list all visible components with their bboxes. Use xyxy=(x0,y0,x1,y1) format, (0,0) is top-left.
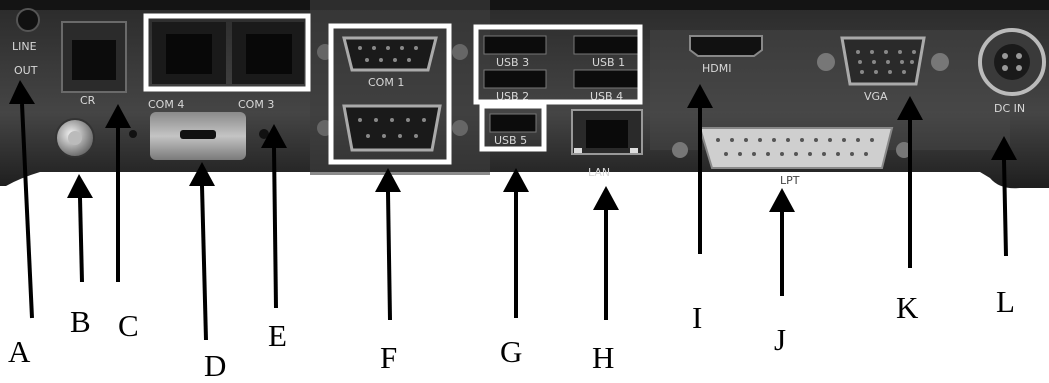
dc-in-label: DC IN xyxy=(994,102,1025,115)
line-out-label-2: OUT xyxy=(14,64,38,77)
cr-port: CR xyxy=(61,21,127,107)
arrow-d xyxy=(189,162,215,341)
callout-l: L xyxy=(996,284,1015,319)
callout-e: E xyxy=(268,318,287,353)
hdmi-port: HDMI xyxy=(689,35,763,75)
vga-label: VGA xyxy=(864,90,888,103)
arrow-g xyxy=(503,168,529,318)
callout-a: A xyxy=(8,334,31,369)
line-out-port: LINE OUT xyxy=(12,8,40,77)
com4-port: COM 4 xyxy=(148,22,226,111)
card-slot xyxy=(129,112,269,160)
callout-f: F xyxy=(380,340,397,375)
ground-screw xyxy=(55,118,95,158)
arrow-i xyxy=(687,84,713,254)
line-out-label-1: LINE xyxy=(12,40,37,53)
arrow-k xyxy=(897,96,923,268)
usb3-label: USB 3 xyxy=(496,56,529,69)
callout-k: K xyxy=(896,290,919,325)
com3-label: COM 3 xyxy=(238,98,274,111)
callout-b: B xyxy=(70,304,91,339)
hdmi-label: HDMI xyxy=(702,62,731,75)
usb-ports-1-4: USB 3 USB 1 USB 2 USB 4 xyxy=(483,35,639,103)
arrow-l xyxy=(991,136,1017,257)
callout-j: J xyxy=(774,322,786,357)
vga-port: VGA xyxy=(817,36,949,103)
arrow-b xyxy=(67,174,93,283)
arrow-j xyxy=(769,188,795,296)
cr-label: CR xyxy=(80,94,96,107)
arrow-a xyxy=(9,80,35,319)
usb5-label: USB 5 xyxy=(494,134,527,147)
highlight-box-com1-com2 xyxy=(328,23,452,165)
com1-label: COM 1 xyxy=(368,76,404,89)
arrow-c xyxy=(105,104,131,282)
usb5-port: USB 5 xyxy=(489,113,537,147)
lpt-label: LPT xyxy=(780,174,800,187)
com3-port: COM 3 xyxy=(232,22,304,111)
dc-in-port: DC IN xyxy=(978,28,1046,115)
highlight-box-usb-1-4 xyxy=(473,24,643,105)
lan-label: LAN xyxy=(588,166,610,179)
highlight-box-usb5 xyxy=(479,103,547,152)
callout-g: G xyxy=(500,334,522,369)
callout-c: C xyxy=(118,308,139,343)
lpt-port: LPT xyxy=(672,127,912,187)
callout-h: H xyxy=(592,340,614,375)
callout-arrows xyxy=(9,80,1017,341)
callout-d: D xyxy=(204,348,226,378)
callout-letters: A B C D E F G H I J K L xyxy=(8,284,1015,383)
arrow-e xyxy=(261,124,287,309)
highlight-box-com3-com4 xyxy=(143,13,311,92)
callout-i: I xyxy=(692,300,702,335)
arrow-f xyxy=(375,168,401,321)
com4-label: COM 4 xyxy=(148,98,184,111)
lan-port: LAN xyxy=(571,109,643,179)
usb1-label: USB 1 xyxy=(592,56,625,69)
arrow-h xyxy=(593,186,619,320)
